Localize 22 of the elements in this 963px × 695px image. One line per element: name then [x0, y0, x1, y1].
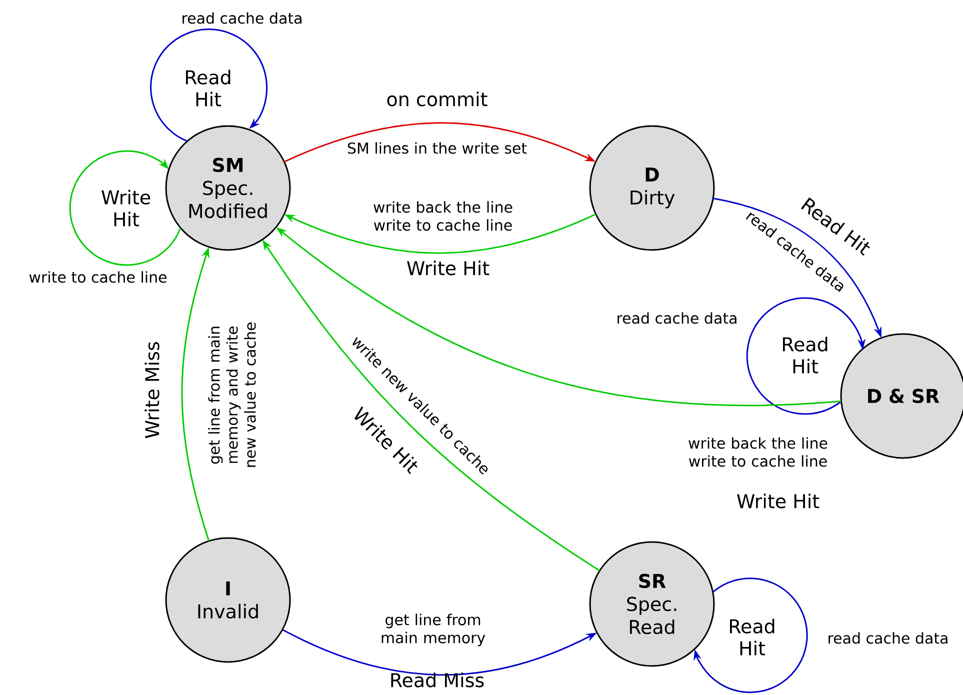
edge-label: Read Hit	[783, 336, 828, 374]
edge-label: Write Miss	[144, 342, 160, 438]
edge-label: on commit	[387, 92, 488, 106]
arrow	[746, 297, 866, 415]
action-label: read cache data	[182, 12, 302, 24]
arrow	[694, 578, 808, 693]
action-label: get line from main memory and write new value to cache	[208, 322, 256, 467]
edge-label: Write Hit	[102, 190, 150, 226]
edge-label: Write Hit	[407, 260, 490, 276]
action-label: write to cache line	[29, 271, 166, 283]
action-label: get line from main memory	[382, 614, 486, 646]
action-label: write back the line write to cache line	[374, 201, 512, 231]
action-label: SM lines in the write set	[348, 142, 527, 154]
action-label: read cache data	[828, 632, 948, 644]
arrow	[69, 150, 182, 266]
edge-label: Write Hit	[737, 494, 820, 508]
action-label: write back the line write to cache line	[688, 437, 828, 467]
edge-label: Read Hit	[730, 618, 774, 656]
edge-label: Read Miss	[391, 672, 484, 688]
arrow	[150, 28, 268, 142]
action-label: read cache data	[618, 312, 736, 324]
edge-label: Read Hit	[186, 70, 230, 106]
